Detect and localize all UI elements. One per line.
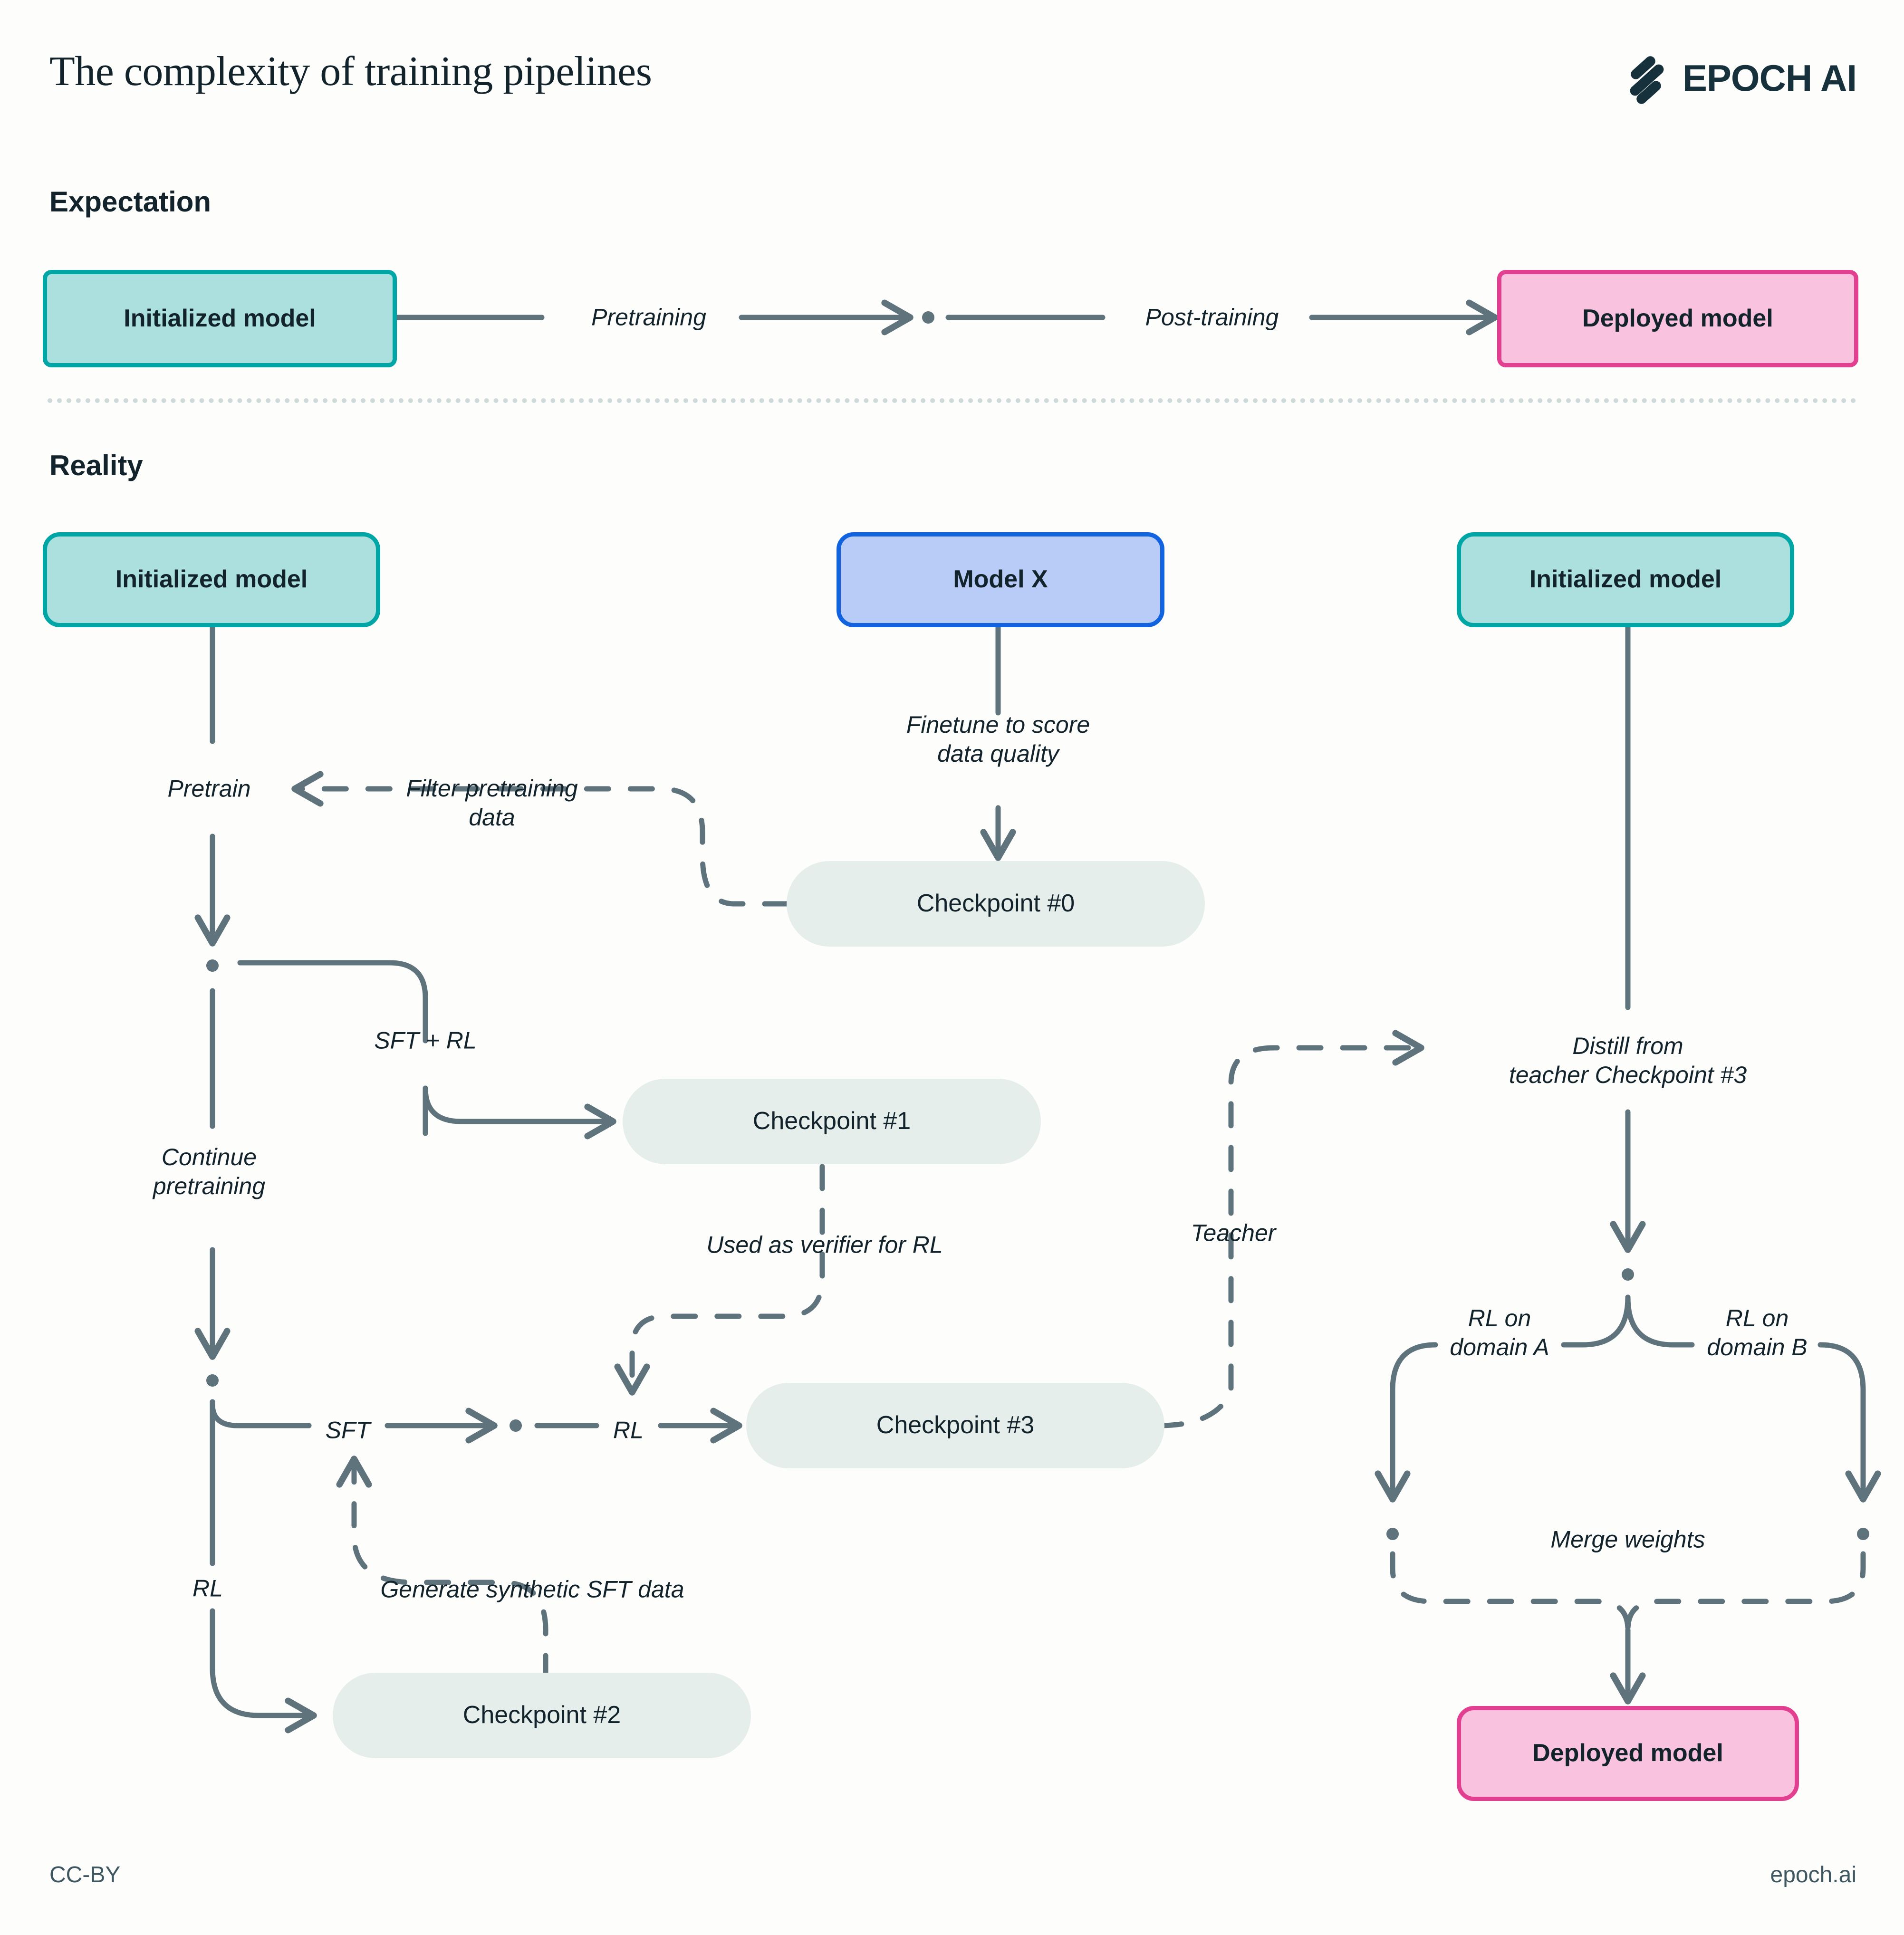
epoch-ai-logo: EPOCH AI (1621, 53, 1857, 106)
node-label: Checkpoint #3 (876, 1411, 1035, 1439)
edge-generate-synthetic-sft (336, 1456, 548, 1680)
edge-teacher (1157, 1030, 1424, 1428)
node-label: Checkpoint #0 (916, 890, 1075, 918)
node-checkpoint-2[interactable]: Checkpoint #2 (333, 1673, 751, 1758)
footer-license: CC-BY (49, 1862, 121, 1887)
junction-dot-f (1857, 1528, 1869, 1540)
footer-website: epoch.ai (1770, 1862, 1856, 1887)
edge-sft-rl-lower (423, 1085, 616, 1140)
edge-rl-domain-a (1375, 1342, 1438, 1503)
junction-dot-expectation (922, 311, 934, 324)
edge-merge-left (1390, 1551, 1631, 1652)
node-label: Initialized model (1529, 565, 1722, 594)
node-label: Deployed model (1582, 304, 1773, 332)
section-heading-reality: Reality (49, 450, 143, 481)
edge-rl-domain-b (1817, 1342, 1881, 1503)
page-title: The complexity of training pipelines (49, 48, 652, 95)
node-reality-deployed-model[interactable]: Deployed model (1457, 1706, 1799, 1801)
node-expectation-deployed-model[interactable]: Deployed model (1497, 270, 1858, 367)
node-reality-initialized-model-right[interactable]: Initialized model (1457, 532, 1794, 627)
node-reality-initialized-model-left[interactable]: Initialized model (43, 532, 380, 627)
node-checkpoint-3[interactable]: Checkpoint #3 (746, 1383, 1164, 1468)
node-label: Model X (953, 565, 1048, 594)
node-label: Checkpoint #2 (462, 1701, 621, 1729)
junction-dot-c (510, 1419, 522, 1432)
edge-filter-pretraining-data (291, 771, 789, 907)
junction-dot-a (206, 959, 219, 972)
edge-rl-left-lower (210, 1608, 317, 1734)
node-label: Initialized model (115, 565, 308, 594)
node-model-x[interactable]: Model X (837, 532, 1164, 627)
junction-dot-b (206, 1374, 219, 1387)
section-divider (48, 398, 1856, 403)
node-label: Checkpoint #1 (752, 1107, 911, 1135)
edge-merge-right (1625, 1551, 1866, 1652)
edge-sft-in (210, 1399, 312, 1428)
junction-dot-d (1622, 1268, 1634, 1281)
edge-fan-right (1625, 1294, 1695, 1348)
section-heading-expectation: Expectation (49, 186, 212, 218)
node-label: Initialized model (124, 304, 316, 332)
edge-fan-left (1561, 1294, 1631, 1348)
logo-wordmark: EPOCH AI (1682, 57, 1857, 99)
node-checkpoint-1[interactable]: Checkpoint #1 (623, 1079, 1041, 1164)
node-expectation-initialized-model[interactable]: Initialized model (43, 270, 397, 367)
node-label: Deployed model (1532, 1739, 1723, 1767)
edge-used-as-verifier (614, 1164, 825, 1396)
junction-dot-e (1386, 1528, 1399, 1540)
edge-sft-rl-upper (237, 960, 428, 1044)
node-checkpoint-0[interactable]: Checkpoint #0 (787, 861, 1205, 947)
